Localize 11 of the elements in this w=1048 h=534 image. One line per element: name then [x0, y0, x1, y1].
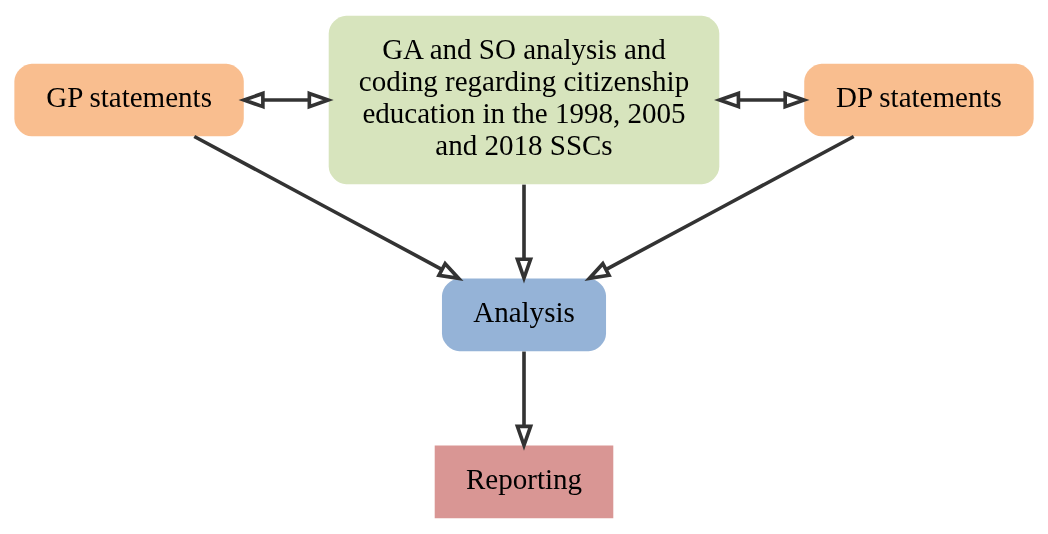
arrow [514, 351, 534, 451]
node-box: GP statements [14, 63, 244, 137]
arrow [584, 134, 855, 281]
node-box: GA and SO analysis and coding regarding citizenship education in the 1998, 2005 and 2018 SSCs [328, 15, 720, 185]
arrow [193, 134, 464, 281]
node-box: DP statements [804, 63, 1034, 137]
arrow [238, 90, 334, 110]
node-box: Reporting [434, 445, 614, 519]
node-box: Analysis [441, 278, 607, 352]
arrow [714, 90, 810, 110]
arrow [514, 184, 534, 284]
